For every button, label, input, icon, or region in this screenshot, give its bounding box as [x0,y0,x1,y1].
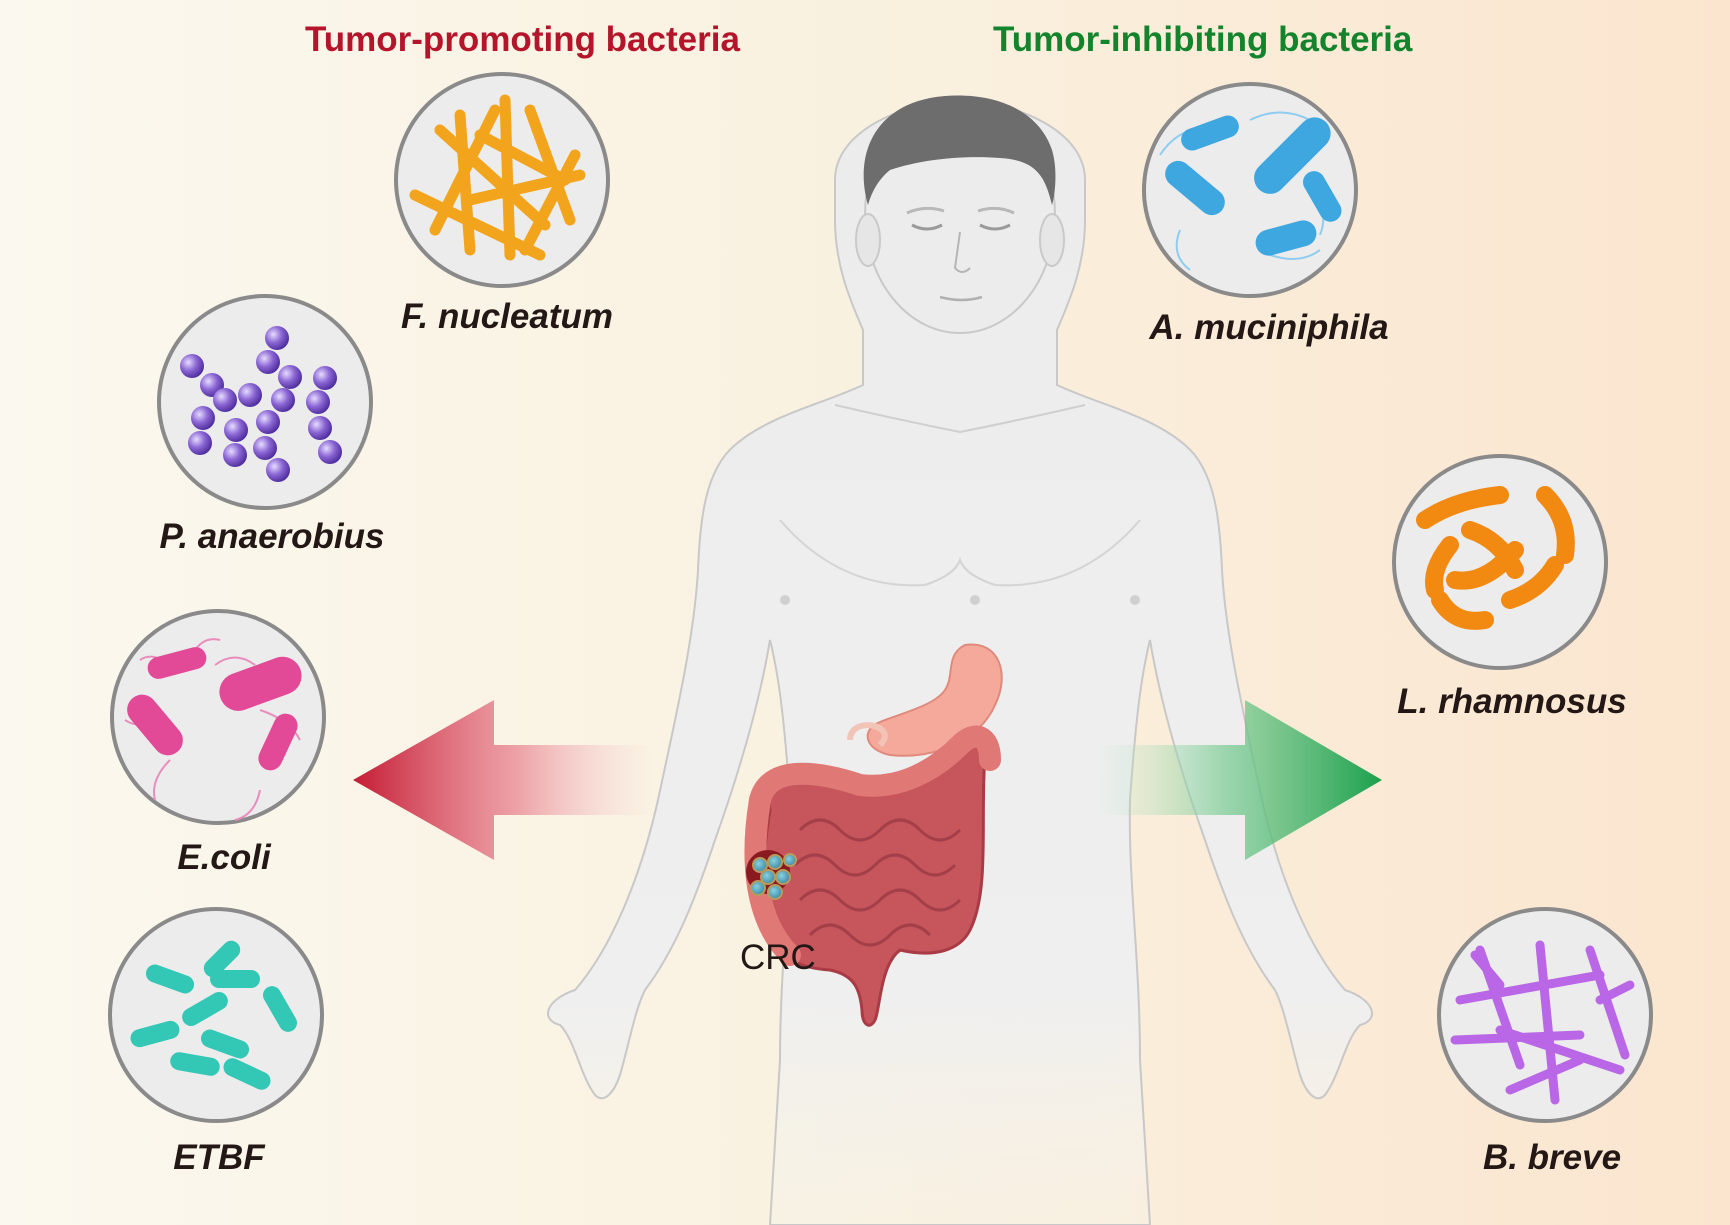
f-nucleatum-rods [409,94,586,261]
right-arrow-green [1090,700,1382,860]
l-rhamnosus-rods [1416,486,1575,630]
a-muciniphila-circle [1142,82,1358,298]
etbf-circle [108,907,324,1123]
small-intestine-loops [793,818,962,947]
f-nucleatum-circle [394,72,610,288]
b-breve-rods [1450,940,1635,1105]
etbf-label: ETBF [173,1138,265,1177]
e-coli-rods [124,638,302,821]
crc-label: CRC [740,938,816,977]
l-rhamnosus-circle [1392,454,1608,670]
tumor-inhibiting-heading: Tumor-inhibiting bacteria [993,20,1413,59]
a-muciniphila-rods [1159,111,1342,271]
p-anaerobius-cocci [180,326,342,482]
p-anaerobius-label: P. anaerobius [159,517,385,556]
p-anaerobius-circle [157,294,373,510]
etbf-rods [130,940,297,1090]
tumor-cell-cluster [746,850,797,900]
a-muciniphila-label: A. muciniphila [1149,308,1389,347]
e-coli-circle [110,609,326,825]
e-coli-label: E.coli [177,838,271,877]
digestive-tract [744,643,1003,1027]
left-arrow-red [353,700,655,860]
l-rhamnosus-label: L. rhamnosus [1397,682,1627,721]
b-breve-label: B. breve [1482,1138,1622,1177]
f-nucleatum-label: F. nucleatum [401,297,613,336]
b-breve-circle [1437,907,1653,1123]
tumor-promoting-heading: Tumor-promoting bacteria [305,20,740,59]
